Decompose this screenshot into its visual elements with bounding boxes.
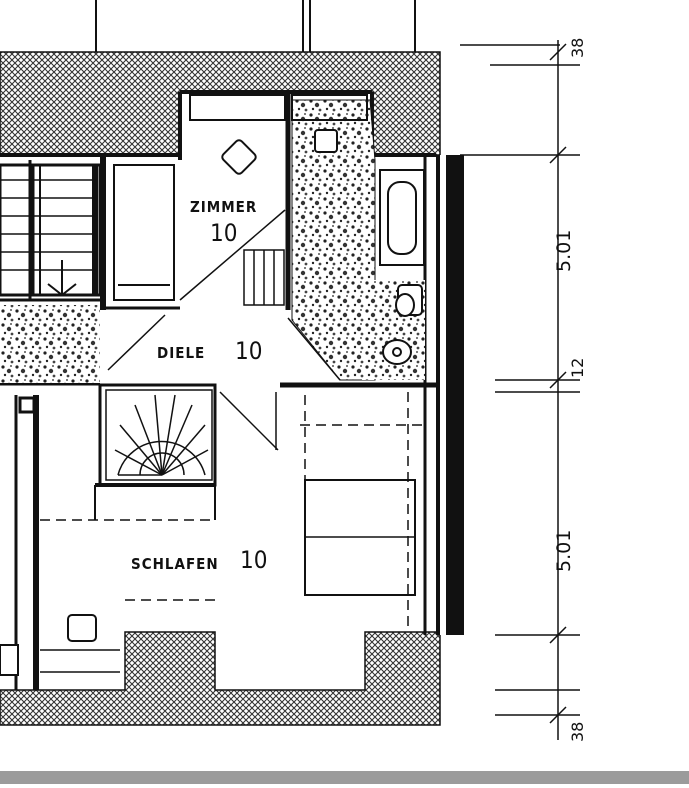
room-label-diele: DIELE	[157, 344, 205, 362]
dimension-upper-span: 5.01	[553, 230, 575, 272]
desk-chair-icon	[179, 139, 286, 301]
room-number-diele: 10	[235, 337, 262, 365]
interior-walls	[0, 90, 436, 690]
room-label-schlafen: SCHLAFEN	[131, 555, 219, 573]
dimension-lines	[460, 40, 580, 740]
shower-icon	[314, 129, 338, 153]
roof-slope-dashes	[40, 392, 425, 630]
door-swings	[107, 314, 341, 451]
toilet-icon	[395, 284, 423, 317]
bathtub-icon	[379, 169, 425, 266]
footer-scroll-bar	[0, 771, 689, 784]
room-label-zimmer: ZIMMER	[190, 198, 257, 216]
nightstand-left	[0, 644, 19, 676]
room-number-schlafen: 10	[240, 546, 267, 574]
staircase-upper	[0, 163, 102, 297]
stair-landing-texture	[0, 305, 100, 383]
dimension-middle: 12	[568, 358, 587, 378]
window-top	[189, 94, 368, 121]
bed-zimmer	[113, 164, 175, 301]
dresser-icon	[67, 614, 97, 642]
roof-hatch-bottom	[0, 631, 441, 726]
spiral-staircase	[105, 389, 213, 481]
dimension-lower-span: 5.01	[553, 530, 575, 572]
column-post	[18, 396, 36, 414]
dimension-bottom: 38	[568, 722, 587, 742]
bed-schlafen	[304, 479, 416, 596]
room-number-zimmer: 10	[210, 219, 237, 247]
dimension-top: 38	[568, 38, 587, 58]
upper-extensions	[95, 0, 416, 52]
wardrobe-zimmer	[243, 249, 285, 306]
washbasin-icon	[382, 339, 412, 365]
